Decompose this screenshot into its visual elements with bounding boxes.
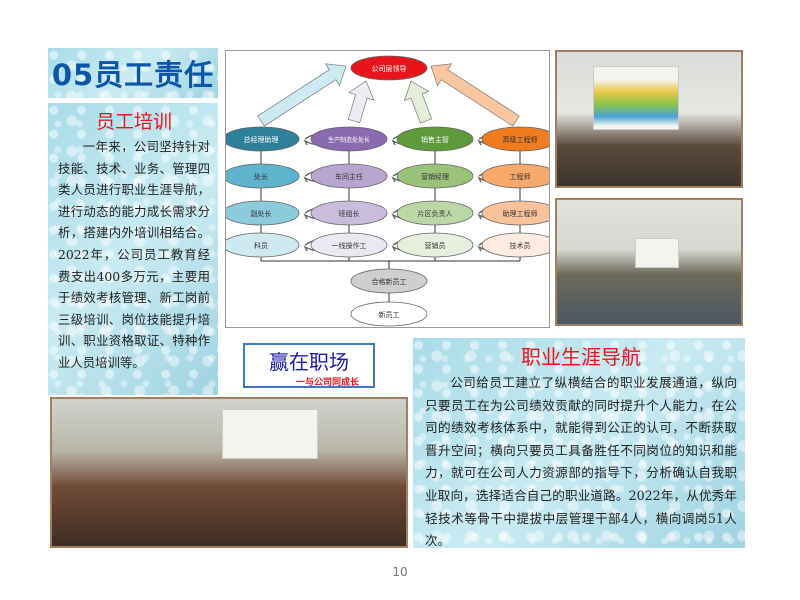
meeting-room-photo (555, 198, 743, 326)
new-employee-node (350, 301, 428, 327)
promotion-arrow (257, 63, 347, 127)
career-body: 公司给员工建立了纵横结合的职业发展通道，纵向只要员工在为公司绩效贡献的同时提升个… (425, 375, 737, 549)
career-node-label: 车间主任 (335, 172, 363, 181)
career-node-label: 营销员 (425, 241, 446, 250)
promotion-arrow (347, 80, 375, 124)
win-at-work-banner: 赢在职场 一与公司同成长 (243, 343, 375, 388)
training-photo-classroom (555, 50, 743, 188)
banner-subtitle: 一与公司同成长 (295, 378, 359, 388)
page-number: 10 (392, 565, 408, 579)
career-node (396, 200, 474, 226)
top-leadership-node-label: 公司层领导 (372, 64, 407, 73)
career-node (310, 126, 388, 152)
career-node-label: 科员 (254, 241, 268, 250)
projector-screen (222, 409, 318, 459)
career-node (396, 163, 474, 189)
training-heading: 员工培训 (95, 111, 172, 133)
career-node (310, 200, 388, 226)
career-node-label: 副处长 (251, 209, 272, 218)
top-leadership-node (350, 55, 428, 81)
career-node (396, 126, 474, 152)
career-node (396, 232, 474, 258)
career-node-label: 总经理助理 (244, 135, 279, 144)
career-node (310, 232, 388, 258)
section-title-text: 05员工责任 (51, 58, 215, 92)
section-title: 05员工责任 (48, 48, 218, 98)
career-heading: 职业生涯导航 (521, 345, 641, 369)
promotion-arrow (403, 80, 433, 124)
projector-screen (635, 238, 679, 268)
career-node-label: 片区负责人 (418, 209, 453, 218)
qualified-new-employee-node-label: 合格新员工 (372, 277, 407, 286)
training-body: 一年来，公司坚持针对技能、技术、业务、管理四类人员进行职业生涯导航，进行动态的能… (58, 139, 210, 370)
career-node-label: 处长 (254, 172, 268, 181)
career-node-label: 销售主管 (421, 135, 449, 144)
training-session-photo (50, 397, 408, 548)
career-node-label: 技术员 (510, 241, 531, 250)
career-node-label: 高级工程师 (503, 135, 538, 144)
new-employee-node-label: 新员工 (379, 310, 400, 319)
career-node-label: 班组长 (339, 209, 360, 218)
promotion-arrow (430, 63, 520, 127)
career-node-label: 生产制造处处长 (328, 136, 370, 144)
banner-title: 赢在职场 (269, 350, 349, 374)
career-node (310, 163, 388, 189)
career-path-diagram: 公司层领导总经理助理处长副处长科员 生产制造处处长车间主任班组长一线操作工 销售主管… (222, 50, 559, 328)
training-panel: 员工培训 一年来，公司坚持针对技能、技术、业务、管理四类人员进行职业生涯导航，进… (48, 103, 218, 395)
career-navigation-panel: 职业生涯导航 公司给员工建立了纵横结合的职业发展通道，纵向只要员工在为公司绩效贡… (413, 338, 745, 548)
career-node-label: 工程师 (510, 172, 531, 181)
projector-slide (593, 66, 679, 130)
career-node-label: 营销经理 (421, 172, 449, 181)
career-node-label: 助理工程师 (503, 209, 538, 218)
qualified-new-employee-node (350, 268, 428, 294)
career-node-label: 一线操作工 (332, 241, 367, 250)
